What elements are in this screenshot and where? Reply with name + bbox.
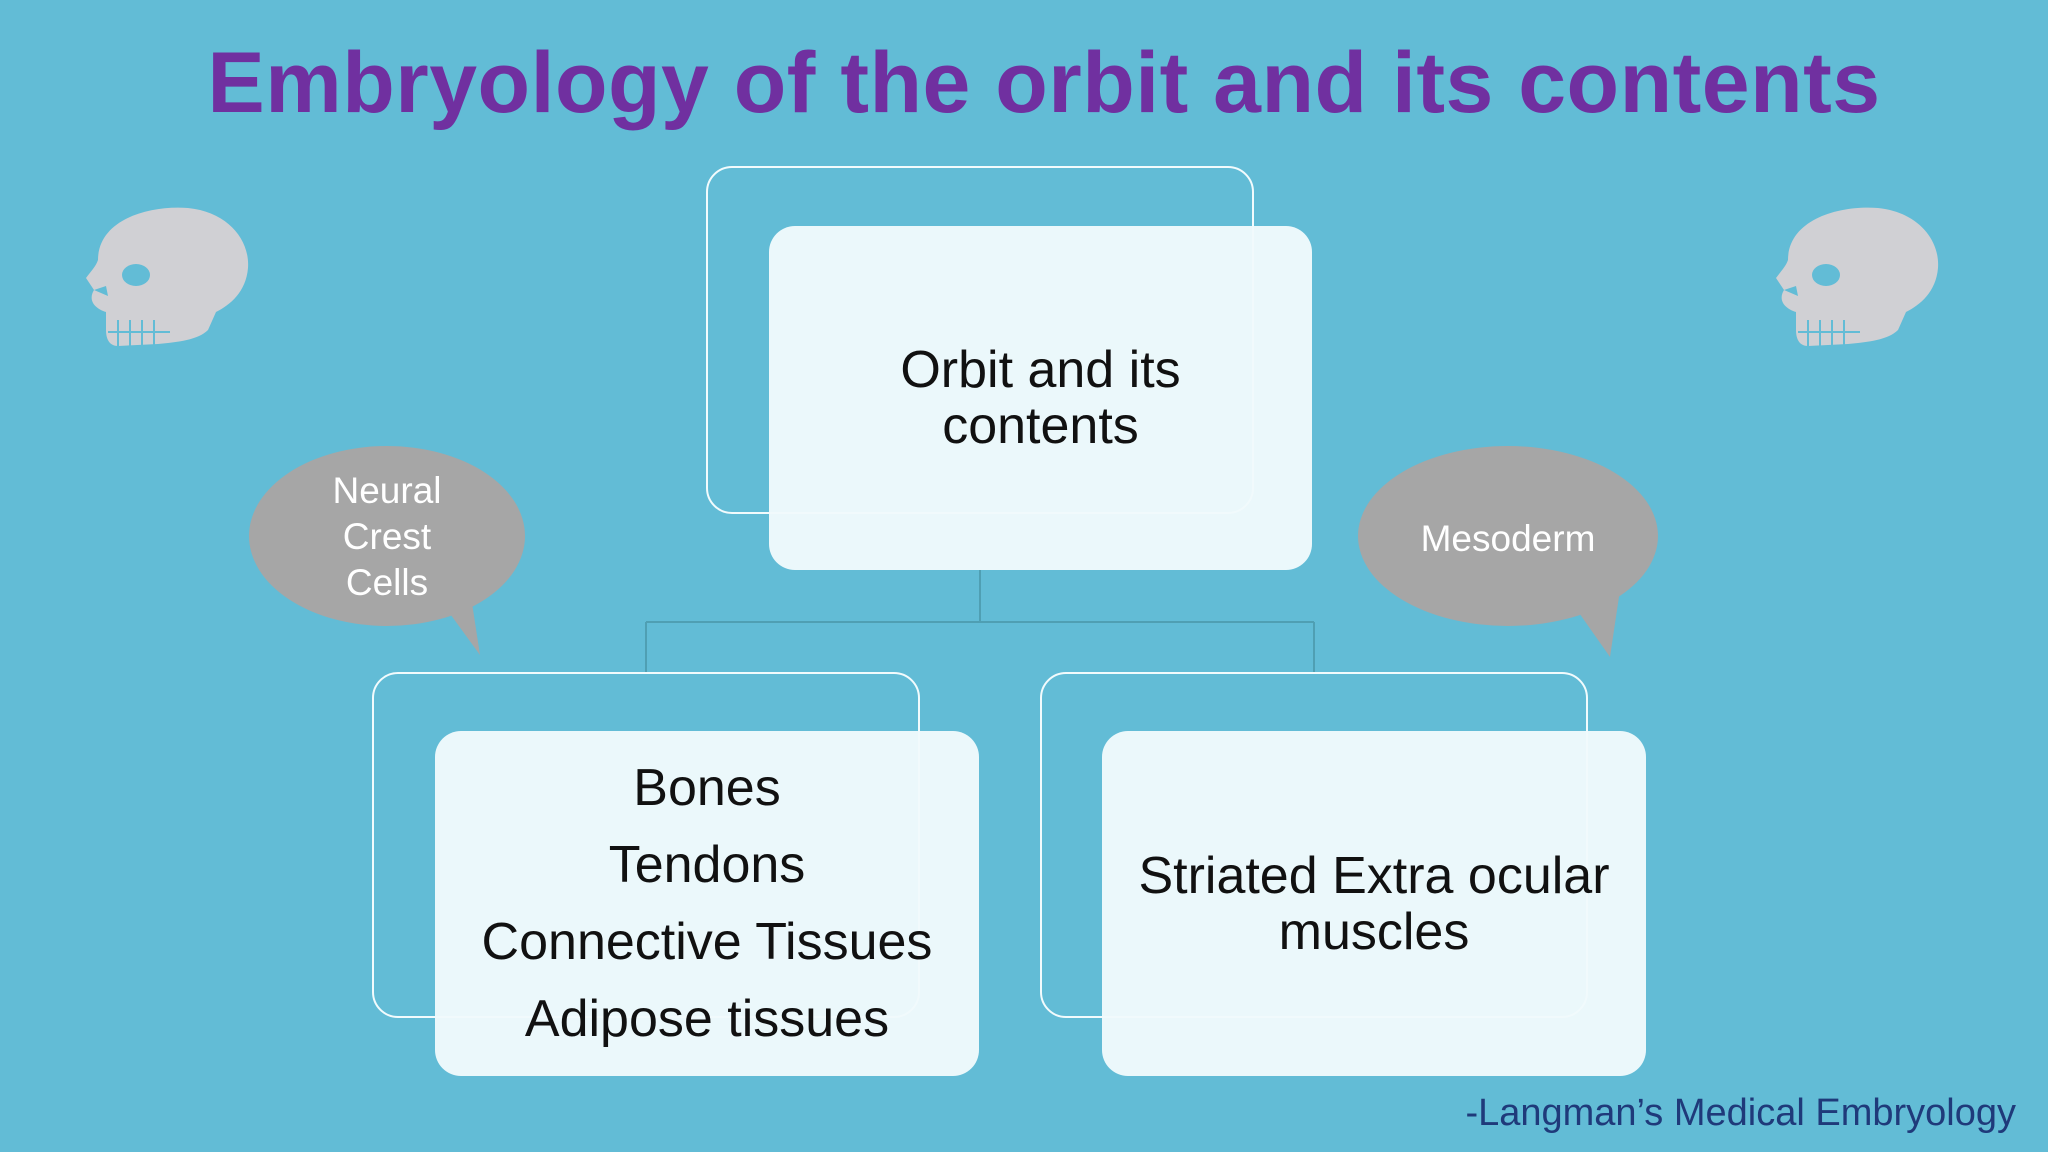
left-child-node: Bones Tendons Connective Tissues Adipose… — [435, 731, 979, 1076]
bubble-left-tail — [440, 590, 480, 655]
connector-lines — [645, 570, 1315, 672]
bubble-right-label: Mesoderm — [1420, 518, 1596, 559]
source-citation: -Langman’s Medical Embryology — [1465, 1092, 2016, 1134]
list-item: Adipose tissues — [524, 989, 890, 1048]
root-node: Orbit and its contents — [769, 226, 1312, 570]
bubble-left-label: Neural Crest Cells — [332, 470, 442, 603]
skull-icon — [86, 207, 249, 346]
root-node-label: Orbit and its contents — [900, 341, 1181, 455]
skull-icon — [1776, 207, 1939, 346]
bubble-right-shape — [1358, 446, 1658, 626]
list-item: Tendons — [608, 835, 806, 894]
slide-title: Embryology of the orbit and its contents — [207, 35, 1881, 131]
bubble-right-tail — [1570, 590, 1620, 657]
right-child-node: Striated Extra ocular muscles — [1102, 731, 1646, 1076]
list-item: Connective Tissues — [481, 912, 933, 971]
bubble-left-shape — [249, 446, 525, 626]
right-child-label: Striated Extra ocular muscles — [1138, 846, 1610, 961]
list-item: Bones — [633, 758, 781, 817]
